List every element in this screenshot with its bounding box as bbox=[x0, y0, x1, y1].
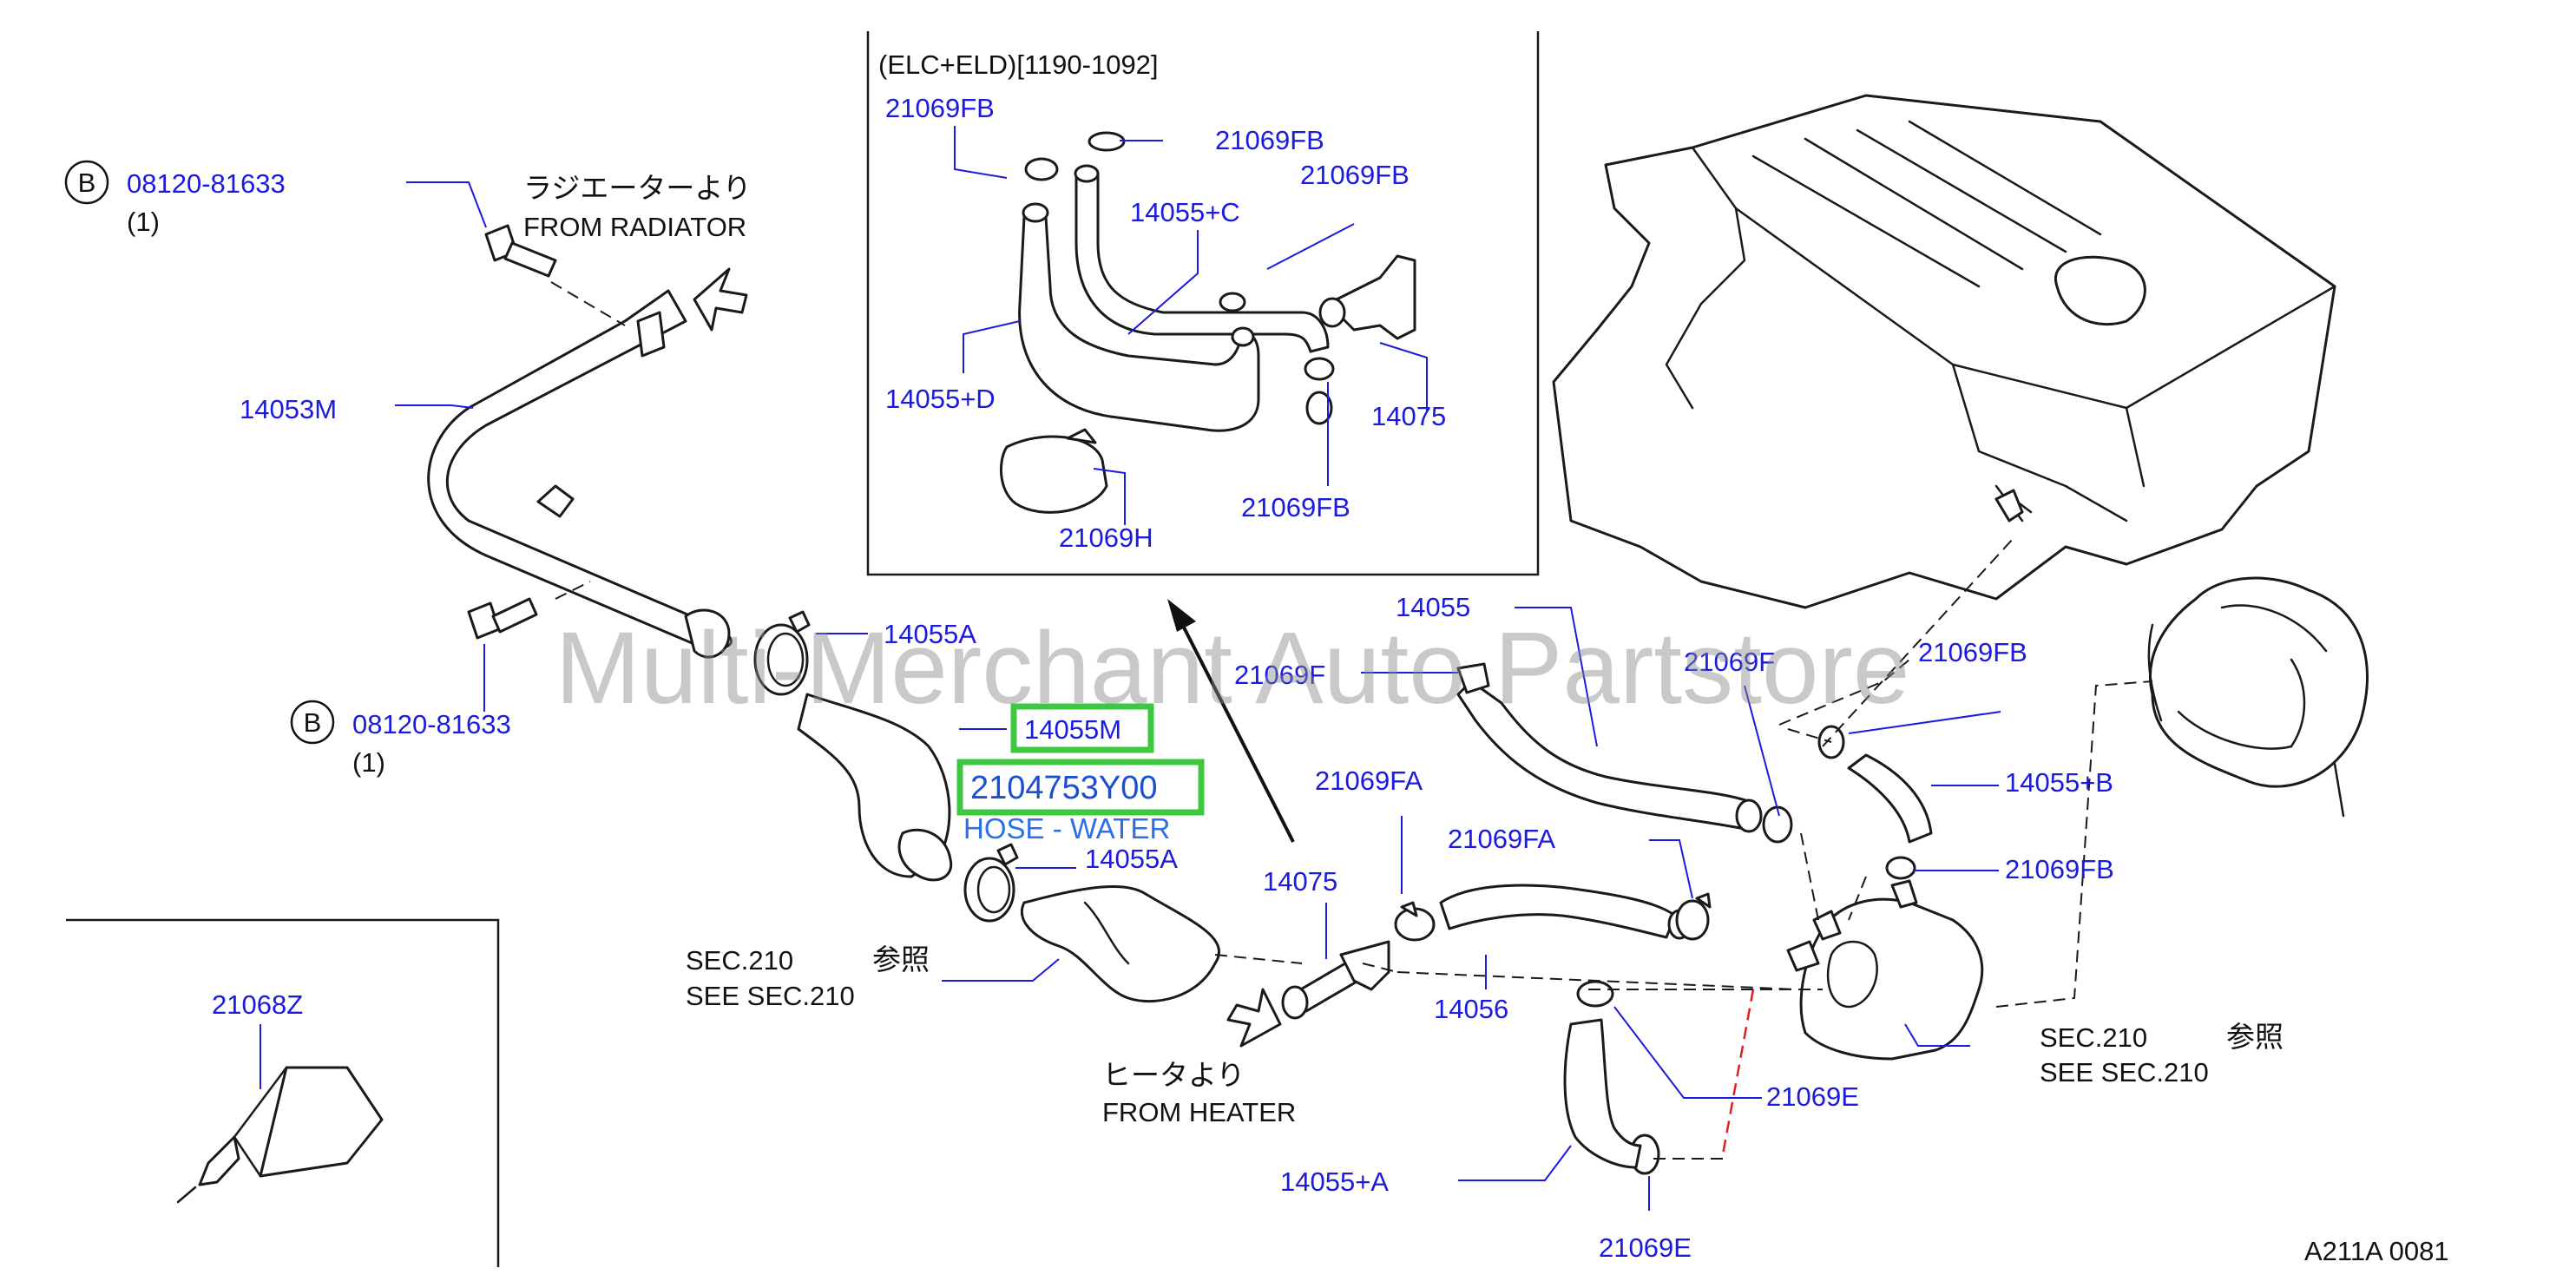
label-21069FB-low[interactable]: 21069FB bbox=[2005, 854, 2114, 884]
hose-14055A-plus-illustration bbox=[1563, 1018, 1642, 1169]
inset-connector-14075-illustration bbox=[1318, 254, 1416, 340]
inset-label-21069FB-4: 21069FB bbox=[1241, 492, 1350, 522]
highlight-oem-number[interactable]: 2104753Y00 bbox=[970, 770, 1158, 806]
hose-14055-illustration bbox=[1456, 662, 1763, 833]
hose-14055M-illustration bbox=[797, 693, 953, 882]
bolt-part-bottom: 08120-81633 bbox=[352, 709, 511, 739]
label-14055[interactable]: 14055 bbox=[1396, 592, 1470, 622]
from-radiator-jp: ラジエーターより bbox=[523, 172, 752, 204]
bolt-badge-bottom-letter: B bbox=[304, 707, 322, 738]
label-21069FA-mid[interactable]: 21069FA bbox=[1448, 824, 1555, 854]
highlight-description: HOSE - WATER bbox=[963, 812, 1170, 844]
engine-block-illustration bbox=[1552, 94, 2369, 818]
sealant-tube-illustration bbox=[176, 1066, 384, 1204]
highlight-part-number[interactable]: 14055M bbox=[1024, 714, 1121, 745]
arrow-from-heater-icon bbox=[1226, 988, 1282, 1048]
label-21069E-mid[interactable]: 21069E bbox=[1766, 1081, 1859, 1112]
inset-label-21069H: 21069H bbox=[1059, 522, 1153, 553]
pipe-14053M bbox=[427, 289, 733, 659]
clamp-14055A-bottom-icon bbox=[963, 843, 1019, 923]
sec-ref-right-jp: 参照 bbox=[2226, 1021, 2284, 1053]
from-radiator-en: FROM RADIATOR bbox=[523, 212, 746, 242]
leader-lines bbox=[260, 126, 2001, 1211]
label-21069F-left[interactable]: 21069F bbox=[1234, 660, 1325, 690]
inset-label-14075: 14075 bbox=[1371, 401, 1446, 431]
inset-label-14055C: 14055+C bbox=[1130, 197, 1240, 227]
inset-hose-illustration bbox=[1018, 164, 1333, 432]
sec-ref-left: SEC.210 bbox=[686, 945, 793, 976]
clamp-14055A-top-icon bbox=[753, 610, 811, 696]
from-heater-jp: ヒータより bbox=[1102, 1059, 1245, 1091]
connector-14075-illustration bbox=[1281, 940, 1390, 1020]
inset-label-21069FB-1: 21069FB bbox=[885, 93, 995, 123]
bolt-top-illustration bbox=[484, 224, 557, 278]
label-14055A-bottom[interactable]: 14055A bbox=[1085, 844, 1178, 874]
label-14055A-plus[interactable]: 14055+A bbox=[1280, 1166, 1389, 1197]
bolt-badge-top bbox=[64, 160, 109, 205]
sec-ref-left-jp: 参照 bbox=[872, 943, 930, 976]
label-14055A-top[interactable]: 14055A bbox=[884, 619, 976, 649]
sec-ref-left-see: SEE SEC.210 bbox=[686, 981, 855, 1011]
dashed-connections bbox=[550, 281, 2153, 1160]
bolt-badge-top-letter: B bbox=[78, 168, 96, 198]
inset-label-21069FB-2: 21069FB bbox=[1215, 125, 1324, 155]
label-14055B[interactable]: 14055+B bbox=[2005, 767, 2113, 798]
clamp-21069E-mid-icon bbox=[1576, 980, 1614, 1008]
highlight-box-part bbox=[1010, 703, 1154, 753]
watermark: Multi-Merchant Auto Partstore bbox=[555, 611, 1910, 726]
from-heater-en: FROM HEATER bbox=[1102, 1097, 1296, 1127]
hose-14056-illustration bbox=[1439, 884, 1692, 940]
highlight-box-oem bbox=[956, 759, 1205, 816]
inset-label-14055D: 14055+D bbox=[885, 384, 996, 414]
label-14053M[interactable]: 14053M bbox=[240, 394, 337, 424]
label-21069FB-right[interactable]: 21069FB bbox=[1918, 637, 2027, 667]
inset-clamps-illustration bbox=[999, 131, 1335, 514]
clamp-21069FA-right-icon bbox=[1675, 892, 1712, 941]
label-14056[interactable]: 14056 bbox=[1434, 994, 1508, 1024]
inset-label-21069FB-3: 21069FB bbox=[1300, 160, 1410, 190]
arrow-to-inset-icon bbox=[1167, 599, 1295, 843]
bolt-qty-bottom: (1) bbox=[352, 747, 385, 778]
bolt-bottom-illustration bbox=[467, 597, 538, 640]
bolt-badge-bottom bbox=[290, 700, 335, 745]
label-21069FA-top[interactable]: 21069FA bbox=[1315, 766, 1423, 796]
arrow-from-radiator-icon bbox=[693, 267, 748, 332]
inset-title: (ELC+ELD)[1190-1092] bbox=[878, 49, 1159, 80]
clamp-21069FA-left-icon bbox=[1394, 901, 1436, 942]
label-21069E-bottom[interactable]: 21069E bbox=[1599, 1232, 1692, 1263]
elbow-fitting-illustration bbox=[1020, 884, 1220, 1003]
sealant-frame bbox=[66, 918, 500, 1267]
water-pump-housing bbox=[1786, 879, 1984, 1061]
sec-ref-right-see: SEE SEC.210 bbox=[2040, 1057, 2209, 1088]
clamp-21069FB-low-icon bbox=[1885, 856, 1916, 880]
diagram-code: A211A 0081 bbox=[2304, 1236, 2449, 1266]
inset-frame bbox=[866, 31, 1540, 576]
label-21068Z[interactable]: 21068Z bbox=[212, 989, 303, 1020]
sec-ref-right: SEC.210 bbox=[2040, 1022, 2147, 1053]
label-21069F-right[interactable]: 21069F bbox=[1684, 647, 1775, 677]
label-14075[interactable]: 14075 bbox=[1263, 866, 1337, 897]
bolt-part-top: 08120-81633 bbox=[127, 168, 286, 199]
bolt-qty-top: (1) bbox=[127, 207, 160, 237]
hose-14055B-illustration bbox=[1847, 753, 1933, 844]
